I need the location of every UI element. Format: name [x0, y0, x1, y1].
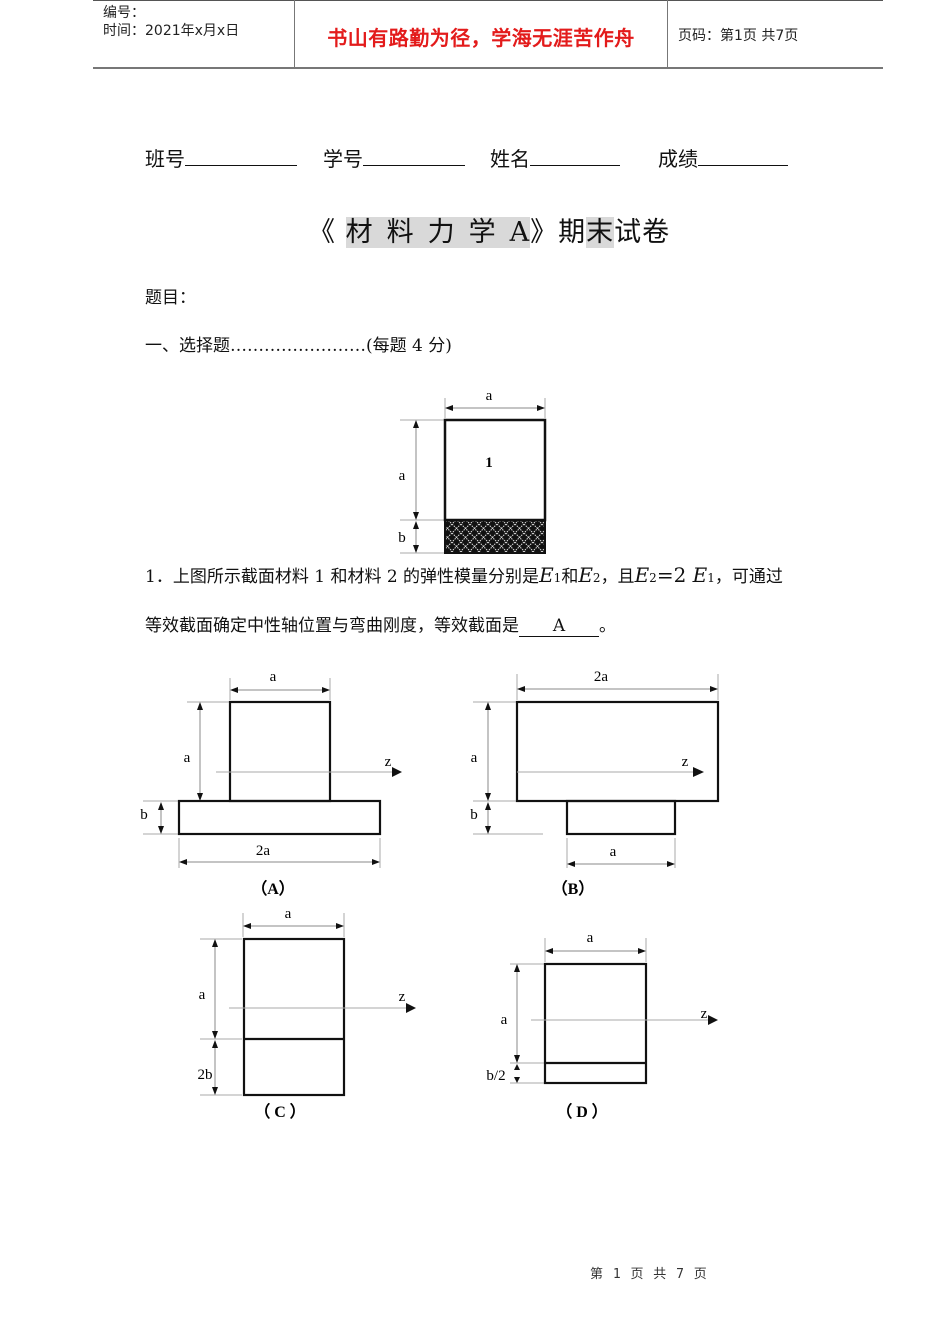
subscript: 2 — [649, 571, 657, 585]
title-close-bracket: 》 — [530, 217, 559, 248]
header-divider — [294, 0, 295, 68]
dim-label: a — [285, 906, 292, 922]
title-letter: A — [509, 217, 531, 248]
question-text: 和 — [561, 567, 579, 587]
symbol-e1: E — [539, 563, 554, 587]
student-id-blank[interactable] — [363, 145, 465, 166]
dim-label: a — [501, 1012, 508, 1028]
option-label[interactable]: （B） — [552, 880, 595, 898]
header-page-info: 页码：第1页 共7页 — [678, 28, 799, 44]
class-label: 班号 — [145, 147, 185, 171]
subscript: 1 — [553, 571, 562, 585]
question-text: 1．上图所示截面材料 1 和材料 2 的弹性模量分别是 — [145, 567, 540, 587]
dim-label: b/2 — [486, 1068, 505, 1084]
axis-label: z — [399, 989, 406, 1005]
student-id-label: 学号 — [323, 147, 363, 171]
section-heading: 一、选择题……………………(每题 4 分) — [145, 336, 452, 356]
option-label[interactable]: （ C ） — [254, 1103, 306, 1121]
option-d-figure: a a b/2 z （ D ） — [486, 930, 718, 1121]
dim-label: a — [184, 750, 191, 766]
option-label[interactable]: （A） — [251, 880, 295, 898]
dim-label: a — [471, 750, 478, 766]
symbol-e2: E — [634, 563, 650, 587]
question-text: 。 — [599, 616, 616, 636]
question-text: ，且 — [600, 567, 635, 587]
symbol-e2: E — [578, 563, 593, 587]
name-label: 姓名 — [490, 147, 530, 171]
dim-label: a — [270, 669, 277, 685]
class-blank[interactable] — [185, 145, 297, 166]
serial-label: 编号： — [103, 5, 145, 21]
dim-label: a — [610, 844, 617, 860]
question-text: 等效截面确定中性轴位置与弯曲刚度，等效截面是 — [145, 616, 519, 636]
dim-label: b — [140, 807, 148, 823]
subscript: 2 — [592, 571, 601, 585]
main-section-figure: a a b 1 — [398, 388, 547, 554]
title-tail-highlight: 末 — [586, 217, 615, 248]
axis-label: z — [385, 754, 392, 770]
axis-label: z — [701, 1006, 708, 1022]
option-b-figure: 2a a b z a （B） — [470, 669, 720, 898]
dim-label: a — [399, 468, 406, 484]
header-divider — [667, 0, 668, 68]
option-label[interactable]: （ D ） — [556, 1103, 608, 1121]
option-c-figure: a a 2b z （ C ） — [198, 906, 416, 1121]
question-1-line-1: 1．上图所示截面材料 1 和材料 2 的弹性模量分别是E1和E2，且E2=2 E… — [145, 562, 783, 587]
dim-label: b — [398, 530, 406, 546]
relation-operator: =2 — [656, 563, 687, 587]
score-field[interactable]: 成绩 — [658, 143, 788, 172]
prompt-label: 题目： — [145, 288, 196, 308]
dim-label: 2a — [594, 669, 609, 685]
material-label: 1 — [485, 455, 493, 471]
header-meta: 编号： 时间：2021年x月x日 — [103, 4, 239, 40]
page-footer: 第 1 页 共 7 页 — [590, 1267, 707, 1282]
dim-label: 2b — [198, 1067, 213, 1083]
option-a-figure: a a b z 2a （A） — [140, 669, 402, 898]
student-id-field[interactable]: 学号 — [323, 143, 465, 172]
header-bottom-rule — [93, 67, 883, 69]
subscript: 1 — [707, 571, 715, 585]
name-field[interactable]: 姓名 — [490, 143, 620, 172]
dim-label: 2a — [256, 843, 271, 859]
score-blank[interactable] — [698, 145, 788, 166]
answer-blank[interactable]: A — [519, 616, 599, 637]
name-blank[interactable] — [530, 145, 620, 166]
header-motto: 书山有路勤为径，学海无涯苦作舟 — [327, 26, 635, 50]
dim-label: a — [199, 987, 206, 1003]
question-text: ，可通过 — [714, 567, 783, 587]
symbol-e1: E — [692, 563, 708, 587]
title-tail: 期 — [558, 217, 587, 248]
title-tail: 试卷 — [614, 217, 671, 248]
page-title: 《 材料力学A》期末试卷 — [308, 210, 670, 249]
header-top-rule — [93, 0, 883, 1]
title-open-bracket: 《 — [308, 217, 336, 248]
title-subject: 材料力学 — [345, 217, 510, 248]
dim-label: a — [587, 930, 594, 946]
score-label: 成绩 — [658, 147, 698, 171]
dim-label: a — [486, 388, 493, 404]
axis-label: z — [682, 754, 689, 770]
dim-label: b — [470, 807, 478, 823]
date-label: 时间：2021年x月x日 — [103, 23, 240, 39]
class-field[interactable]: 班号 — [145, 143, 297, 172]
